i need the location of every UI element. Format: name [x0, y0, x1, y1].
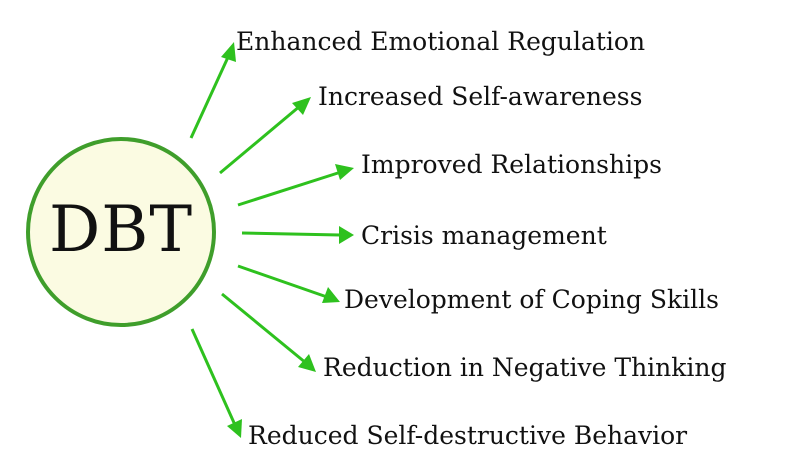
benefit-label-7: Reduced Self-destructive Behavior — [248, 421, 688, 450]
arrow-4 — [241, 226, 354, 244]
benefit-label-4: Crisis management — [361, 221, 607, 250]
arrow-7 — [190, 328, 242, 438]
hub-label: DBT — [48, 193, 194, 267]
benefit-label-5: Development of Coping Skills — [344, 285, 719, 314]
benefit-label-6: Reduction in Negative Thinking — [323, 353, 727, 382]
benefit-label-2: Increased Self-awareness — [318, 82, 643, 111]
arrow-2 — [219, 97, 311, 175]
arrow-3 — [237, 164, 354, 207]
dbt-hub-circle: DBT — [26, 137, 216, 327]
arrow-1 — [189, 42, 236, 139]
benefit-label-1: Enhanced Emotional Regulation — [236, 27, 646, 56]
arrow-6 — [221, 292, 316, 372]
arrow-5 — [237, 264, 340, 303]
benefit-label-3: Improved Relationships — [361, 150, 662, 179]
